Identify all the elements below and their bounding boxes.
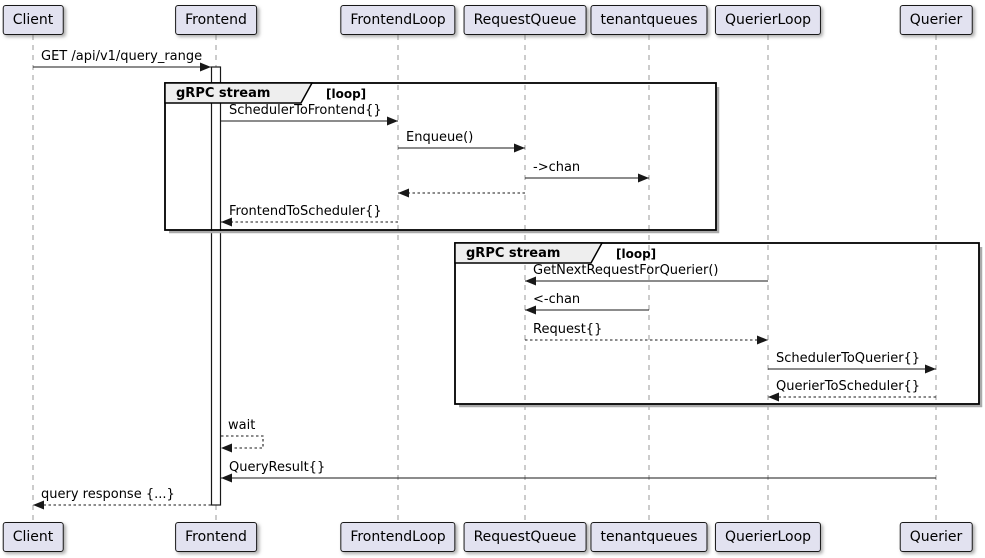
participant-querier-bottom: Querier [899,522,973,552]
frame-2-header [454,242,604,264]
message-querierloop-to-querier-arrowhead [925,364,936,374]
participant-client-top: Client [2,5,64,35]
participant-client-bottom: Client [2,522,64,552]
participant-requestqueue-top: RequestQueue [463,5,587,35]
participant-querierloop-top: QuerierLoop [714,5,822,35]
frame-2-shadow [459,247,983,408]
self-message-wait-line [221,435,264,449]
message-frontendloop-to-requestqueue-label: Enqueue() [406,130,474,145]
participant-frontendloop-bottom: FrontendLoop [340,522,456,552]
frame-2-tag: [loop] [616,247,657,261]
frame-2-title: gRPC stream [466,246,561,261]
self-message-wait-label: wait [228,418,256,433]
frame-1-title: gRPC stream [176,86,271,101]
message-tenantqueues-to-requestqueue-arrowhead [525,305,536,315]
message-client-to-frontend-label: GET /api/v1/query_range [41,49,203,64]
message-requestqueue-to-tenantqueues-arrowhead [638,173,649,183]
participant-querier-top: Querier [899,5,973,35]
message-frontend-to-frontendloop-label: SchedulerToFrontend{} [229,103,382,118]
message-client-to-frontend-arrowhead [200,62,211,72]
participant-tenantqueues-top: tenantqueues [590,5,708,35]
participant-requestqueue-bottom: RequestQueue [463,522,587,552]
message-querierloop-to-querier-label: SchedulerToQuerier{} [776,351,921,366]
message-frontend-to-client-label: query response {...} [41,487,175,502]
frame-2-border [454,242,980,405]
message-querier-to-frontend-label: QueryResult{} [229,460,326,475]
message-querierloop-to-requestqueue-label: GetNextRequestForQuerier() [533,263,719,278]
message-frontend-to-frontendloop-arrowhead [387,116,398,126]
message-querier-to-querierloop-label: QuerierToScheduler{} [776,379,921,394]
message-querier-to-frontend-arrowhead [221,473,232,483]
participant-tenantqueues-bottom: tenantqueues [590,522,708,552]
message-querier-to-querierloop-arrowhead [768,392,779,402]
activation-bar-frontend [210,66,222,506]
message-frontendloop-to-frontend-arrowhead [221,217,232,227]
message-frontend-to-client-arrowhead [33,500,44,510]
message-requestqueue-to-querierloop-label: Request{} [533,322,603,337]
message-frontendloop-to-frontend-label: FrontendToScheduler{} [229,204,382,219]
message-requestqueue-to-tenantqueues-label: ->chan [533,160,581,175]
participant-frontend-bottom: Frontend [175,522,257,552]
message-requestqueue-to-frontendloop-arrowhead [398,188,409,198]
self-message-wait-arrowhead [221,443,232,453]
frame-1-tag: [loop] [326,87,367,101]
participant-querierloop-bottom: QuerierLoop [714,522,822,552]
participant-frontend-top: Frontend [175,5,257,35]
message-tenantqueues-to-requestqueue-label: <-chan [533,292,581,307]
message-querierloop-to-requestqueue-arrowhead [525,276,536,286]
participant-frontendloop-top: FrontendLoop [340,5,456,35]
frame-1-header [164,82,314,104]
frame-1-border [164,82,717,231]
message-frontendloop-to-requestqueue-arrowhead [514,143,525,153]
message-requestqueue-to-querierloop-arrowhead [757,335,768,345]
frame-1-shadow [169,87,720,234]
